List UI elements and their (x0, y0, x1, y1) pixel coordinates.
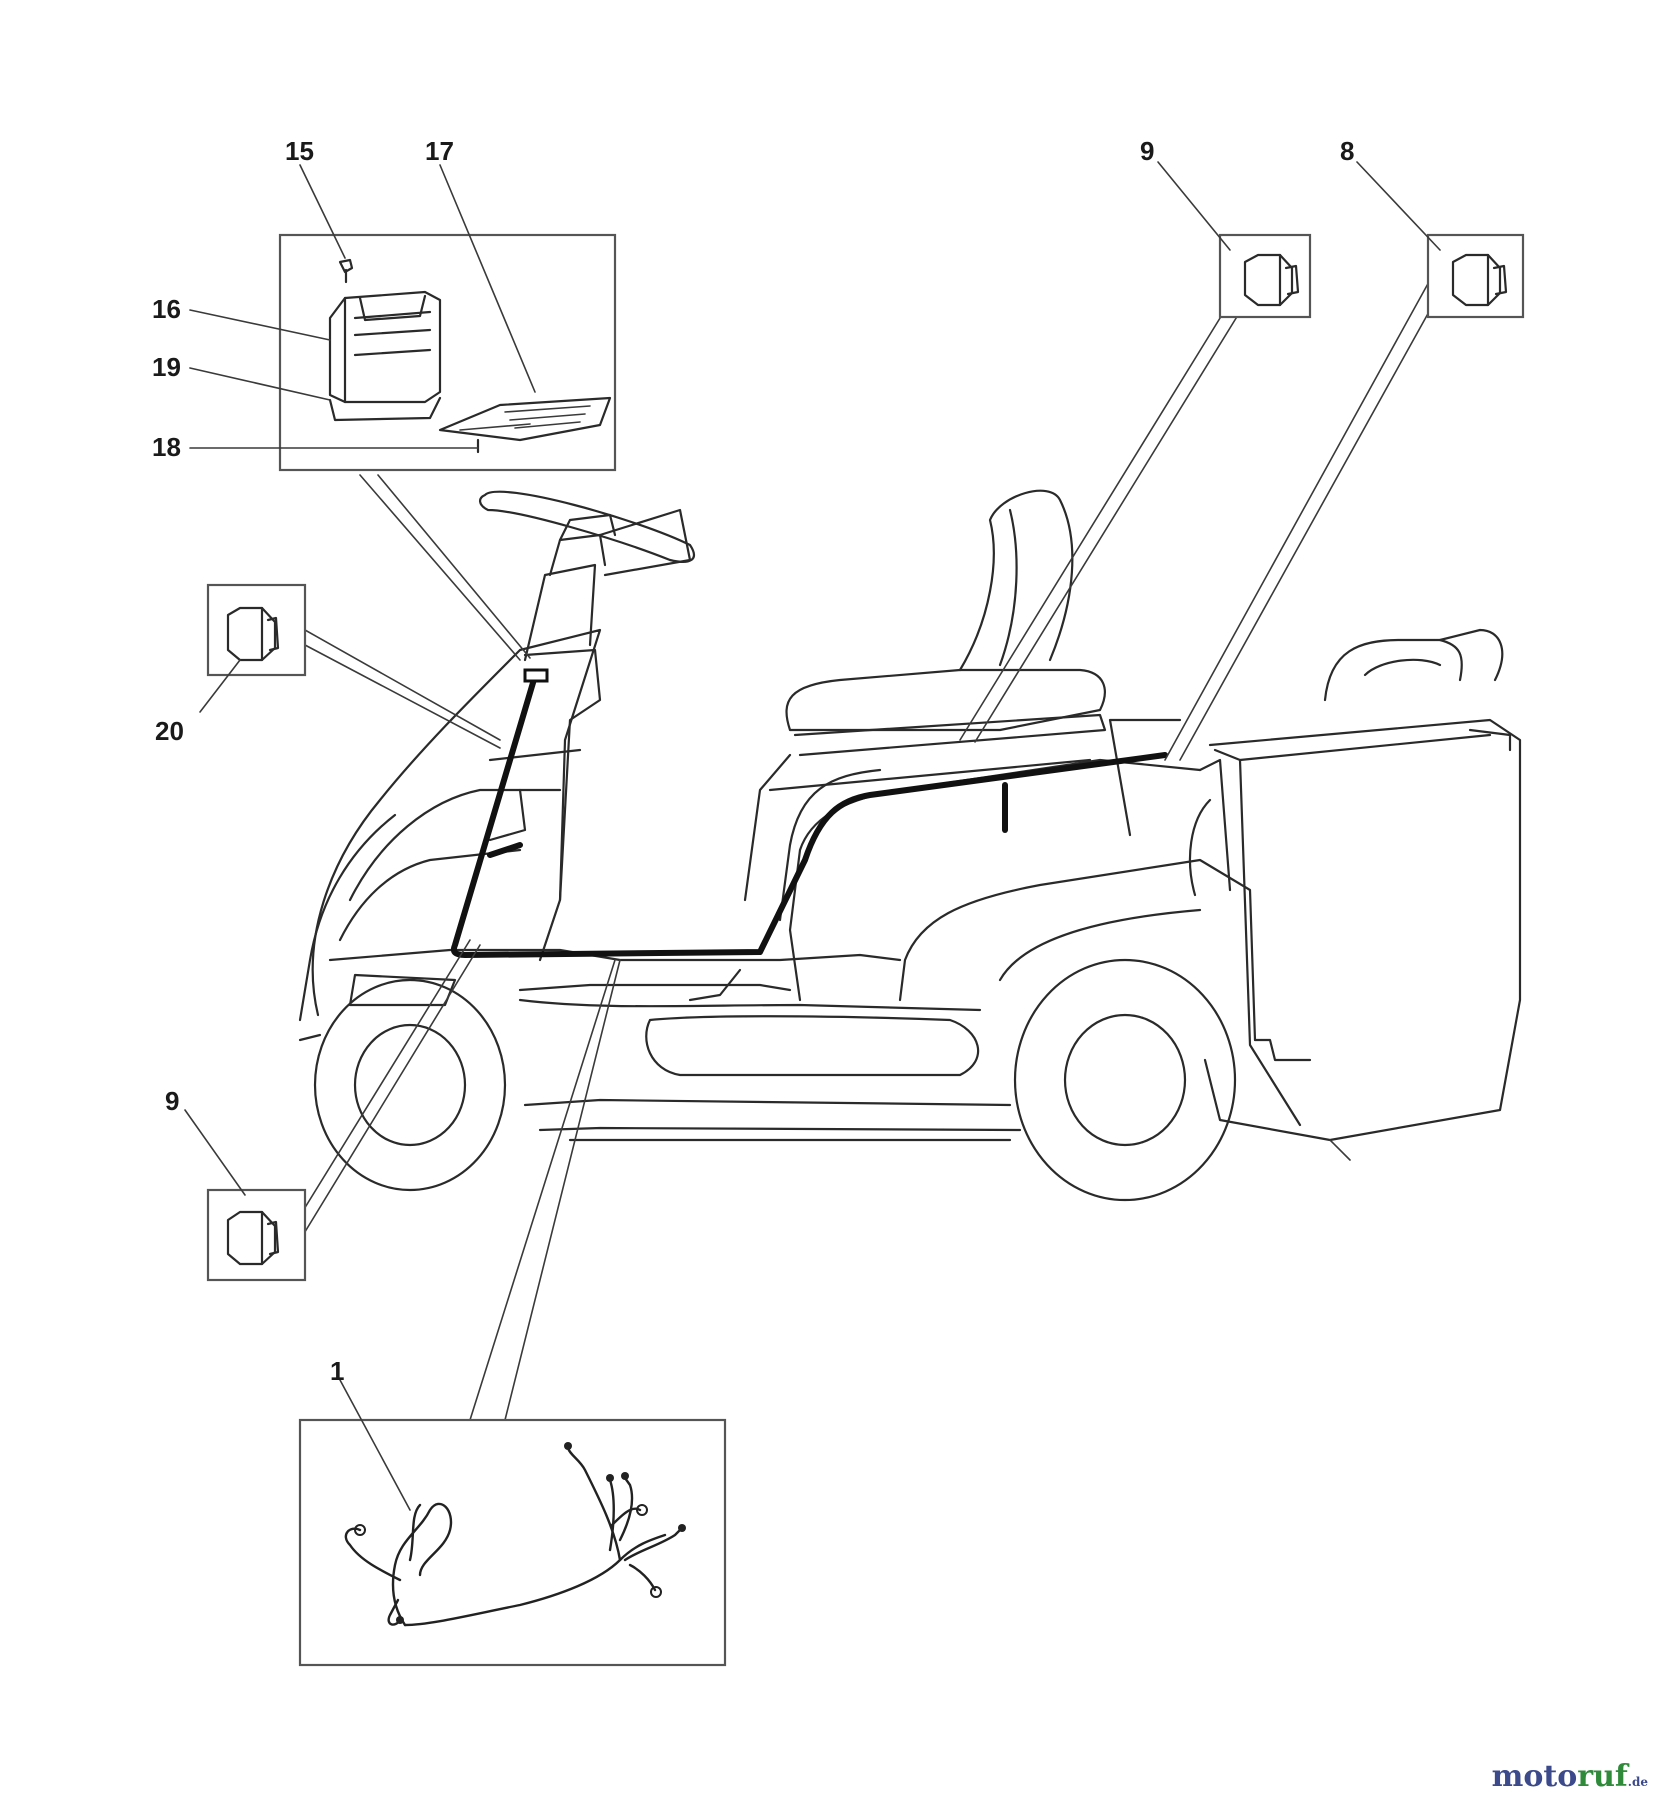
callout-leaders (184, 161, 1441, 1511)
connector-box-8 (1426, 233, 1525, 319)
connector-box-9-bottom (206, 1188, 307, 1282)
callout-8: 8 (1340, 136, 1354, 166)
wiring-harness-routing (450, 668, 1168, 958)
connector-box-20 (206, 583, 307, 677)
callout-19: 19 (152, 352, 181, 382)
site-watermark: motoruf.de (1492, 1759, 1648, 1794)
callout-20: 20 (155, 716, 184, 746)
callout-18: 18 (152, 432, 181, 462)
watermark-part-1: moto (1491, 1759, 1578, 1794)
leader-lines (284, 279, 1446, 1421)
connector-box-9-top (1218, 233, 1312, 319)
callout-17: 17 (425, 136, 454, 166)
callout-1: 1 (330, 1356, 344, 1386)
watermark-part-3: .de (1627, 1775, 1648, 1789)
callout-9-bottom: 9 (165, 1086, 179, 1116)
detail-box-control-module (278, 233, 617, 472)
callout-9-top: 9 (1140, 136, 1154, 166)
callout-15: 15 (285, 136, 314, 166)
watermark-part-2: ruf (1577, 1759, 1628, 1794)
callout-16: 16 (152, 294, 181, 324)
detail-box-wiring-harness (298, 1418, 727, 1667)
